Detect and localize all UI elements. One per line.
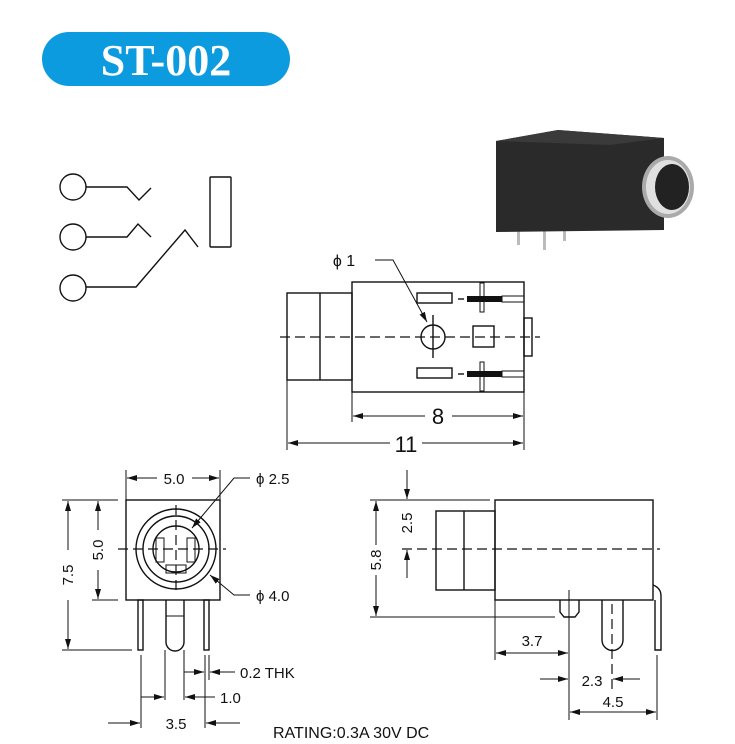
dim-pin-pitch: 2.3: [582, 673, 603, 690]
dim-thickness: 0.2 THK: [240, 665, 295, 682]
title-badge: ST-002: [42, 32, 290, 86]
product-photo: [496, 130, 694, 250]
dim-pin-width: 1.0: [220, 690, 241, 707]
hole-outer-diameter: ϕ 4.0: [256, 588, 289, 605]
dim-front-width: 5.0: [164, 471, 185, 488]
dim-side-pin-span: 4.5: [603, 694, 624, 711]
dim-total-length: 11: [395, 432, 418, 457]
dim-pin-span: 3.5: [166, 716, 187, 733]
dim-center-height: 2.5: [399, 513, 416, 534]
title-text: ST-002: [101, 36, 231, 85]
hole-inner-diameter: ϕ 2.5: [256, 471, 289, 488]
hole-diameter-label: ϕ 1: [333, 253, 355, 270]
rating-text: RATING:0.3A 30V DC: [273, 725, 429, 742]
dim-side-height: 5.8: [368, 550, 385, 571]
dim-total-height: 7.5: [60, 565, 77, 586]
dim-body-length: 8: [432, 404, 444, 429]
top-view: ϕ 1 8 11: [280, 253, 540, 457]
front-view: 5.0 ϕ 2.5 ϕ 4.0 7.5 5.0 0.2 THK 1.0 3.5: [60, 470, 295, 733]
dim-inner-height: 5.0: [90, 540, 107, 561]
dim-pin1-offset: 3.7: [522, 633, 543, 650]
side-view: 5.8 2.5 3.7 2.3 4.5: [368, 470, 662, 720]
schematic-symbol: [59, 173, 232, 302]
